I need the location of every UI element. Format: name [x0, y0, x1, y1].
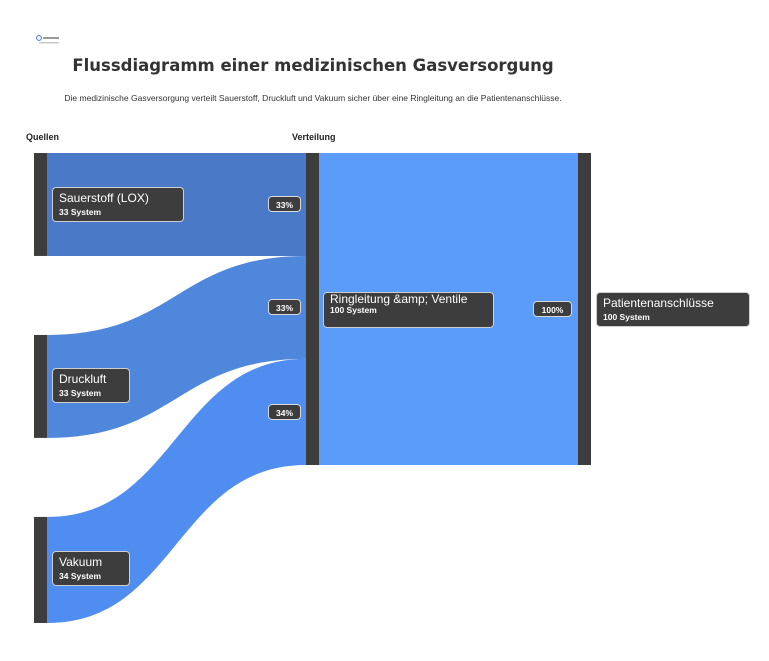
node-value: 33 System — [59, 207, 102, 217]
page-subtitle: Die medizinische Gasversorgung verteilt … — [64, 93, 562, 103]
percent-badge-sauerstoff: 33% — [268, 196, 301, 213]
column-label-distribution: Verteilung — [292, 132, 336, 142]
node-name: Ringleitung &amp; Ventile — [330, 292, 468, 306]
node-label-sauerstoff: Sauerstoff (LOX) 33 System — [52, 187, 184, 222]
node-name: Druckluft — [59, 372, 107, 386]
node-bar-druckluft[interactable] — [34, 334, 47, 438]
node-label-patienten: Patientenanschlüsse 100 System — [596, 292, 750, 327]
node-value: 33 System — [59, 388, 102, 398]
page-title: Flussdiagramm einer medizinischen Gasver… — [72, 56, 554, 75]
logo-icon — [36, 35, 59, 44]
node-bar-patienten[interactable] — [578, 153, 591, 465]
percent-badge-vakuum: 34% — [268, 403, 301, 420]
node-label-druckluft: Druckluft 33 System — [52, 368, 130, 403]
node-value: 100 System — [330, 305, 377, 315]
percent-badge-ringleitung: 100% — [533, 301, 572, 317]
node-value: 100 System — [603, 312, 650, 322]
column-label-sources: Quellen — [26, 132, 60, 142]
node-name: Patientenanschlüsse — [603, 296, 714, 310]
percent-badge-druckluft: 33% — [268, 299, 301, 316]
node-bar-vakuum[interactable] — [34, 516, 47, 623]
node-bar-sauerstoff[interactable] — [34, 153, 47, 256]
node-name: Sauerstoff (LOX) — [59, 191, 149, 205]
node-value: 34 System — [59, 571, 102, 581]
node-label-vakuum: Vakuum 34 System — [52, 551, 130, 586]
node-name: Vakuum — [59, 555, 103, 569]
node-bar-ringleitung[interactable] — [306, 153, 319, 465]
